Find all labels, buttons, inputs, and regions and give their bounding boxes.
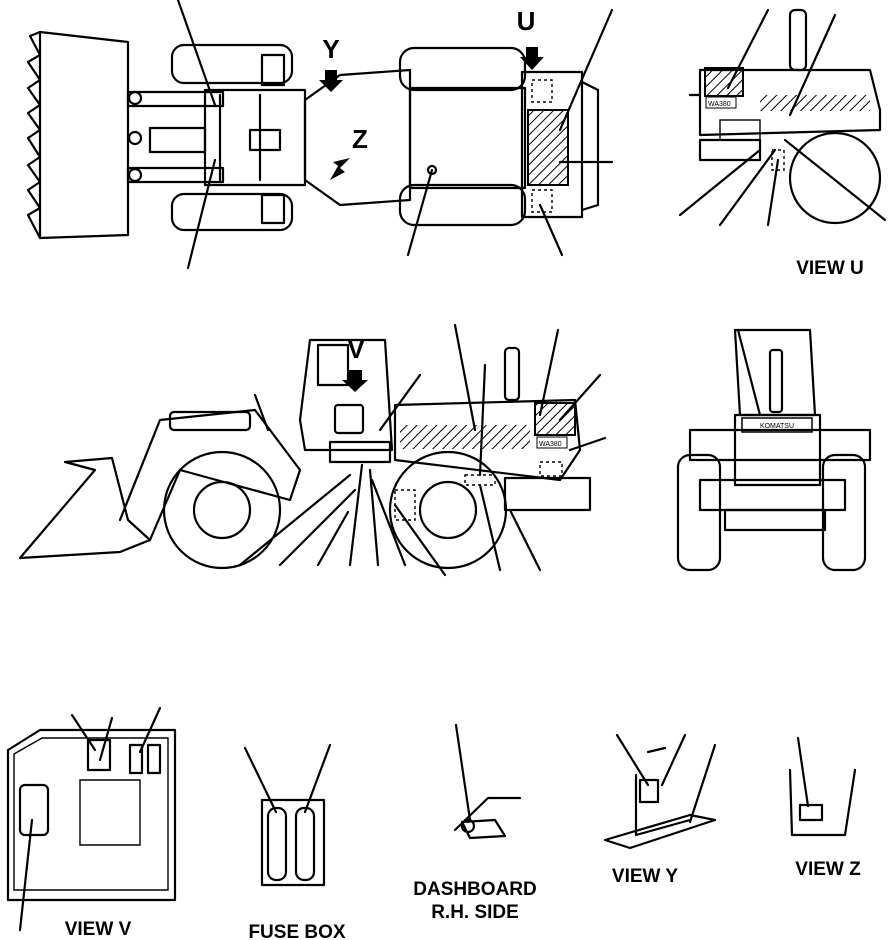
view-z-arrow: Z [330, 124, 368, 180]
side-rear-wheel [388, 450, 508, 570]
side-view-cab [298, 338, 394, 464]
view-u-marker: U [517, 6, 536, 36]
side-view: V WA380 [18, 323, 607, 577]
top-front-tire-right [170, 192, 294, 232]
view-v-marker: V [347, 334, 365, 364]
dashboard-drawing: DASHBOARD R.H. SIDE [413, 723, 537, 923]
view-z-drawing: VIEW Z [788, 736, 861, 880]
view-v-arrow: V [342, 334, 368, 392]
view-u-model-plate: WA380 [708, 101, 731, 108]
front-view: KOMATSU [676, 328, 872, 572]
side-view-bucket [18, 456, 152, 560]
dashboard-label-line2: R.H. SIDE [431, 902, 519, 923]
side-view-rear-body: WA380 [393, 346, 592, 512]
view-z-label: VIEW Z [795, 859, 861, 880]
side-view-leaders [238, 323, 607, 577]
top-view-rear-body [408, 70, 600, 219]
side-front-wheel [162, 450, 282, 570]
view-u-arrow: U [517, 6, 544, 70]
view-u-drawing: WA380 VIEW U [678, 8, 887, 279]
front-view-brand-plate: KOMATSU [760, 423, 794, 430]
top-view-lift-arms [126, 90, 225, 184]
top-view: Y Z U [26, 0, 614, 270]
view-v-drawing: VIEW V [6, 706, 177, 940]
top-front-tire-left [170, 43, 294, 85]
view-y-arrow: Y [319, 34, 343, 92]
view-u-label: VIEW U [796, 258, 864, 279]
top-rear-tire-right [398, 183, 527, 227]
top-view-articulation [303, 68, 412, 207]
view-v-label: VIEW V [65, 919, 132, 940]
view-y-drawing: VIEW Y [603, 733, 717, 887]
top-view-leaders [176, 0, 614, 270]
fuse-box-drawing: FUSE BOX [243, 743, 346, 940]
view-z-marker: Z [352, 124, 368, 154]
dashboard-label-line1: DASHBOARD [413, 879, 537, 900]
side-view-model-plate: WA380 [539, 441, 562, 448]
top-view-bucket [26, 30, 130, 240]
view-y-label: VIEW Y [612, 866, 678, 887]
top-rear-tire-left [398, 46, 527, 92]
fuse-box-label: FUSE BOX [248, 922, 345, 940]
view-y-marker: Y [322, 34, 339, 64]
